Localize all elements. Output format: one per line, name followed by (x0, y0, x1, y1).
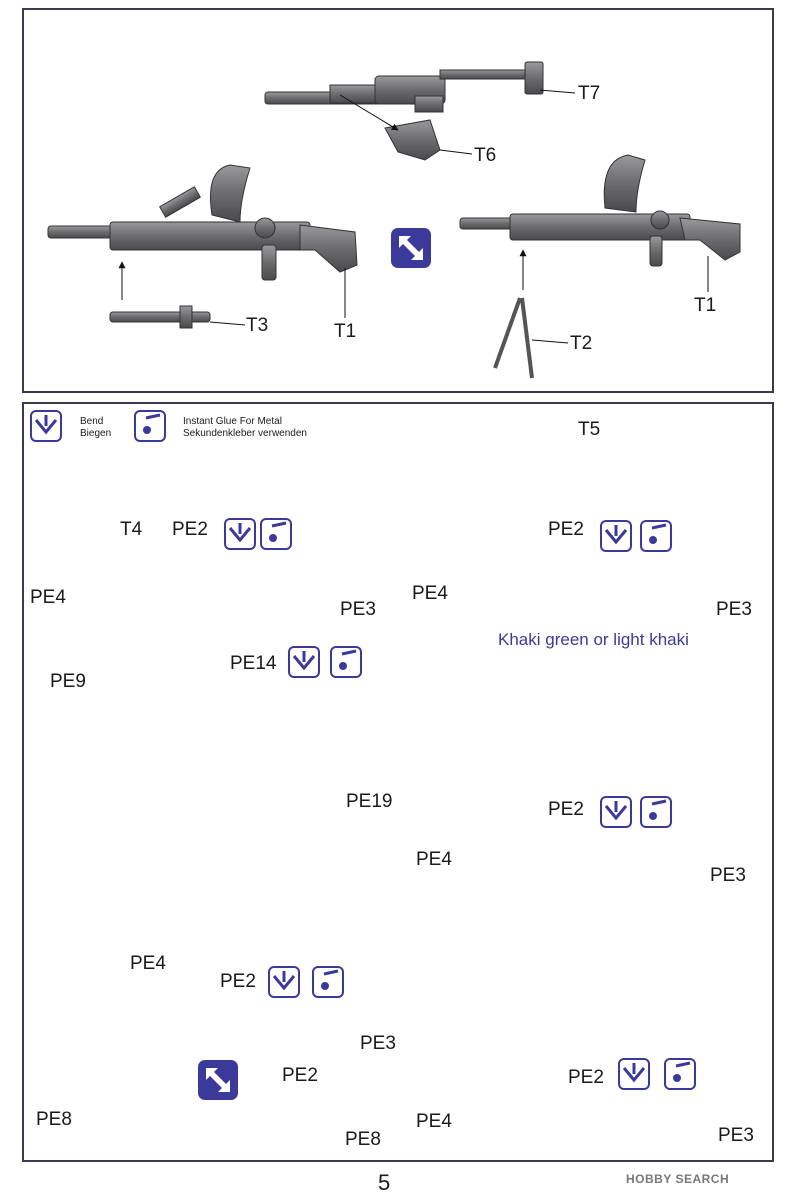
legend-glue-de: Sekundenkleber verwenden (183, 428, 307, 439)
glue-icon (640, 520, 672, 552)
label-pe2-sling-a: PE2 (220, 971, 256, 992)
legend-bend-en: Bend (80, 416, 104, 427)
glue-icon (260, 518, 292, 550)
bipod-t2 (493, 297, 534, 379)
label-pe4-bren-mid: PE4 (416, 849, 452, 870)
page-number: 5 (378, 1170, 391, 1195)
label-t3: T3 (246, 315, 269, 336)
label-t1-left: T1 (334, 321, 357, 342)
bend-icon (288, 646, 320, 678)
top-assembly-panel (22, 8, 774, 393)
bend-icon (268, 966, 300, 998)
label-pe4-sling-a: PE4 (130, 953, 166, 974)
label-pe2-bren-mid: PE2 (548, 799, 584, 820)
label-pe2-rifle-right: PE2 (548, 519, 584, 540)
bren-gun-left (47, 164, 358, 281)
color-note: Khaki green or light khaki (498, 630, 689, 649)
label-t6: T6 (474, 145, 497, 166)
label-pe2-rifle-left: PE2 (172, 519, 208, 540)
label-pe3-bren-bottom: PE3 (718, 1125, 754, 1146)
label-pe3-sling-a: PE3 (360, 1033, 396, 1054)
bend-icon (600, 796, 632, 828)
flip-view-icon (198, 1060, 238, 1100)
label-pe4-rifle-right: PE4 (412, 583, 448, 604)
legend-glue: Instant Glue For Metal Sekundenkleber ve… (183, 416, 307, 440)
glue-icon (312, 966, 344, 998)
label-pe3-rifle-left: PE3 (340, 599, 376, 620)
glue-icon (134, 410, 166, 442)
bottom-assembly-panel (22, 402, 774, 1162)
label-pe2-bren-bottom: PE2 (568, 1067, 604, 1088)
label-pe3-rifle-right: PE3 (716, 599, 752, 620)
flip-view-icon (391, 228, 431, 268)
label-pe8-right: PE8 (345, 1129, 381, 1150)
label-pe4-rifle-left: PE4 (30, 587, 66, 608)
legend-bend-de: Biegen (80, 428, 112, 439)
legend-glue-en: Instant Glue For Metal (183, 416, 282, 427)
bend-icon (224, 518, 256, 550)
glue-icon (664, 1058, 696, 1090)
bren-gun-right-top (459, 154, 741, 267)
watermark: HOBBY SEARCH (626, 1172, 730, 1186)
label-t5: T5 (578, 419, 601, 440)
label-pe2-sling-b: PE2 (282, 1065, 318, 1086)
label-pe14: PE14 (230, 653, 277, 674)
label-pe19: PE19 (346, 791, 393, 812)
label-t1-right: T1 (694, 295, 717, 316)
label-pe9: PE9 (50, 671, 86, 692)
bren-barrel-t3 (109, 305, 211, 329)
label-pe3-bren-mid: PE3 (710, 865, 746, 886)
glue-icon (330, 646, 362, 678)
bend-icon (618, 1058, 650, 1090)
label-pe8-left: PE8 (36, 1109, 72, 1130)
label-t2: T2 (570, 333, 593, 354)
glue-icon (640, 796, 672, 828)
label-t4: T4 (120, 519, 143, 540)
bend-icon (600, 520, 632, 552)
sten-gun-top (264, 61, 544, 113)
label-pe4-bren-bottom: PE4 (416, 1111, 452, 1132)
sten-magazine-t6 (384, 119, 441, 161)
legend-bend: Bend Biegen (80, 416, 111, 440)
bend-icon (30, 410, 62, 442)
label-t7: T7 (578, 83, 601, 104)
